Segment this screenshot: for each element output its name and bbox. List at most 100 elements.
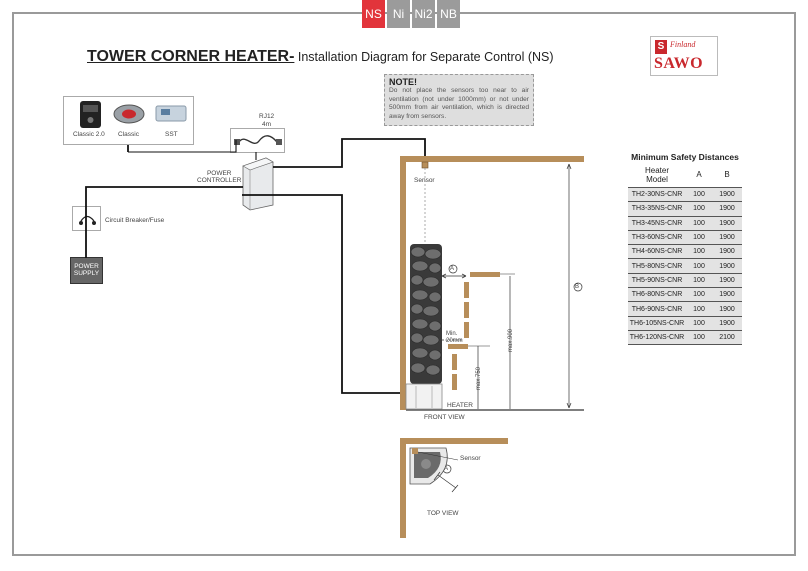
- note-heading: NOTE!: [389, 77, 417, 87]
- cell-b: 1900: [719, 262, 735, 270]
- dim-b-label: B: [575, 284, 580, 290]
- sensor-label: Sensor: [414, 177, 435, 184]
- logo-brand: SAWO: [654, 55, 704, 72]
- table-row: TH6-90NS-CNR 100 1900: [628, 301, 742, 316]
- cell-model: TH5-90NS-CNR: [631, 276, 683, 284]
- cell-a: 100: [693, 248, 705, 256]
- table-row: TH2-30NS-CNR 100 1900: [628, 187, 742, 202]
- classic-2-label: Classic 2.0: [73, 131, 105, 138]
- header-model: Heater Model: [644, 166, 669, 184]
- header-b: B: [724, 170, 730, 179]
- cell-a: 100: [693, 334, 705, 342]
- cell-b: 1900: [719, 291, 735, 299]
- sst-label: SST: [165, 131, 178, 138]
- safety-distances-table: Minimum Safety Distances Heater Model A …: [628, 152, 742, 346]
- cell-a: 100: [693, 191, 705, 199]
- cell-model: TH6-105NS-CNR: [629, 319, 685, 327]
- top-view-sensor-leader: [417, 451, 459, 461]
- table-row: TH3-35NS-CNR 100 1900: [628, 201, 742, 216]
- tab-ns[interactable]: NS: [362, 0, 385, 28]
- min-20mm-label: Min. 20mm: [446, 331, 463, 344]
- control-panels-art: [80, 101, 187, 128]
- cell-a: 100: [693, 305, 705, 313]
- table-row: TH6-80NS-CNR 100 1900: [628, 287, 742, 302]
- page-title: TOWER CORNER HEATER- Installation Diagra…: [87, 48, 554, 66]
- breaker-switch-icon: [79, 215, 96, 225]
- cell-model: TH6-80NS-CNR: [631, 291, 683, 299]
- power-supply-box: POWER SUPPLY: [70, 257, 103, 284]
- cell-model: TH6-90NS-CNR: [631, 305, 683, 313]
- table-header: Heater Model A B: [628, 166, 742, 184]
- sst-panel-icon: [155, 105, 187, 122]
- tab-ni2[interactable]: Ni2: [412, 0, 435, 28]
- table-row: TH3-45NS-CNR 100 1900: [628, 215, 742, 230]
- top-view-dimension: [433, 471, 459, 493]
- control-panels-box: Classic 2.0 Classic SST: [63, 96, 194, 145]
- cell-b: 1900: [719, 319, 735, 327]
- classic-panel-icon: [113, 104, 145, 124]
- top-view-sensor-label: Sensor: [460, 455, 481, 462]
- top-view-sensor-icon: [412, 448, 418, 454]
- ceiling-wall: [400, 156, 584, 162]
- model-tabs: NS Ni Ni2 NB: [362, 0, 460, 28]
- cell-b: 1900: [719, 191, 735, 199]
- top-view-wall-v: [400, 438, 406, 538]
- cell-b: 1900: [719, 205, 735, 213]
- header-a: A: [696, 170, 702, 179]
- lower-bench-top: [448, 344, 468, 349]
- logo-mark: S: [655, 40, 667, 54]
- note-text: Do not place the sensors too near to air…: [389, 87, 529, 120]
- table-title: Minimum Safety Distances: [631, 152, 739, 162]
- power-controller-label: POWER CONTROLLER: [197, 170, 242, 184]
- note-box: NOTE! Do not place the sensors too near …: [384, 74, 534, 126]
- cell-a: 100: [693, 219, 705, 227]
- cell-b: 1900: [719, 305, 735, 313]
- top-view-heater-icon: [409, 447, 448, 485]
- cell-model: TH3-45NS-CNR: [631, 219, 683, 227]
- max-750-label: max.750: [476, 366, 482, 390]
- cell-b: 1900: [719, 248, 735, 256]
- wiring: [85, 138, 426, 394]
- dim-b-marker: [573, 282, 583, 292]
- cell-model: TH4-60NS-CNR: [631, 248, 683, 256]
- dimension-lines: [441, 163, 572, 409]
- rj12-cable-box: [230, 128, 285, 153]
- wire-panel-to-cable: [128, 140, 237, 153]
- cell-b: 2100: [719, 334, 735, 342]
- cell-model: TH5-80NS-CNR: [631, 262, 683, 270]
- cell-a: 100: [693, 205, 705, 213]
- cell-model: TH6-120NS-CNR: [629, 334, 685, 342]
- wire-controller-to-sensor: [273, 138, 426, 168]
- title-sub: Installation Diagram for Separate Contro…: [294, 50, 554, 64]
- cell-a: 100: [693, 262, 705, 270]
- power-controller-icon: [242, 157, 274, 211]
- sensor-icon: [421, 161, 429, 169]
- cell-b: 1900: [719, 234, 735, 242]
- cell-b: 1900: [719, 276, 735, 284]
- table-row: TH6-120NS-CNR 100 2100: [628, 329, 742, 346]
- dim-a-label: A: [450, 266, 455, 272]
- cell-a: 100: [693, 291, 705, 299]
- cell-b: 1900: [719, 219, 735, 227]
- front-view-caption: FRONT VIEW: [424, 414, 465, 421]
- tab-nb[interactable]: NB: [437, 0, 460, 28]
- tower-heater-icon: [405, 244, 443, 410]
- max-900-label: max.900: [508, 328, 514, 352]
- cell-model: TH3-35NS-CNR: [631, 205, 683, 213]
- classic-label: Classic: [118, 131, 139, 138]
- power-supply-label: POWER SUPPLY: [73, 263, 100, 277]
- top-view-wall-h: [400, 438, 508, 444]
- rj12-cable-icon: [234, 135, 282, 145]
- cell-model: TH2-30NS-CNR: [631, 191, 683, 199]
- wire-supply-to-controller: [85, 186, 243, 258]
- classic-2-panel-icon: [80, 101, 101, 128]
- title-main: TOWER CORNER HEATER-: [87, 48, 295, 65]
- table-row: TH5-80NS-CNR 100 1900: [628, 258, 742, 273]
- walls: [400, 156, 584, 538]
- tab-ni[interactable]: Ni: [387, 0, 410, 28]
- top-view-caption: TOP VIEW: [427, 510, 459, 517]
